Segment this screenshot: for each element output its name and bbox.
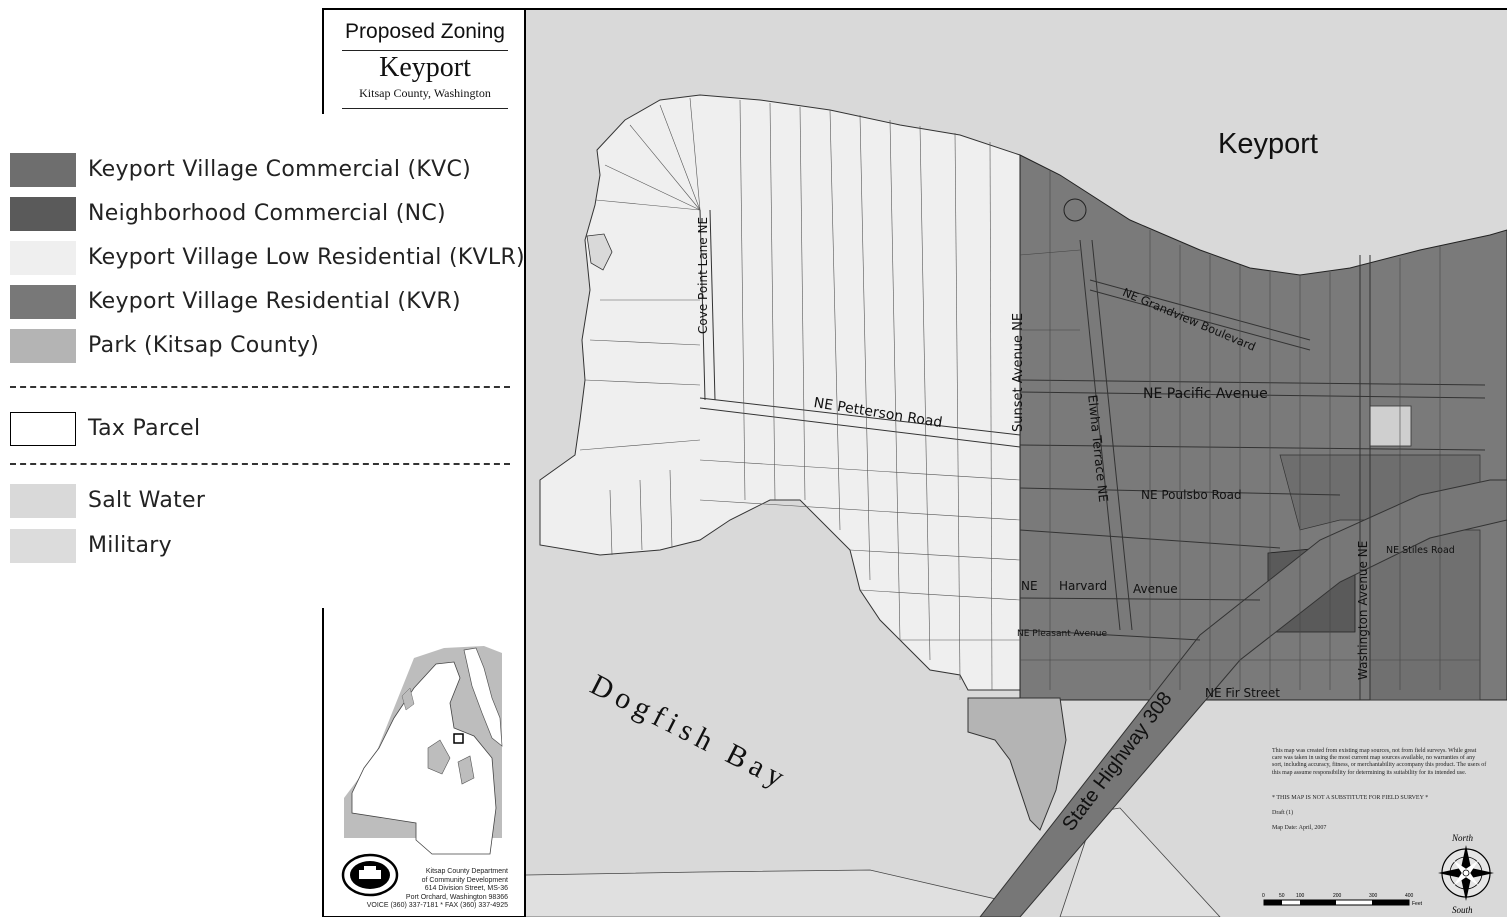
scale-tick: 200 (1333, 893, 1342, 899)
road-label: Sunset Avenue NE (1011, 312, 1026, 432)
legend-label: Tax Parcel (88, 416, 201, 441)
map-date: Map Date: April, 2007 (1272, 825, 1327, 831)
legend-swatch (10, 484, 76, 518)
scale-unit: Feet (1412, 901, 1423, 907)
legend-label: Keyport Village Commercial (KVC) (88, 157, 472, 182)
map-canvas: 0 50 100 200 300 400 Feet North South (526, 94, 1507, 917)
road-label: Harvard (1059, 579, 1108, 593)
zoning-map: 0 50 100 200 300 400 Feet North South (524, 8, 1507, 917)
scale-tick: 400 (1405, 893, 1414, 899)
scale-tick: 0 (1262, 893, 1265, 899)
legend-label: Keyport Village Low Residential (KVLR) (88, 245, 525, 270)
title-block: Proposed Zoning Keyport Kitsap County, W… (322, 8, 526, 116)
scale-tick: 50 (1279, 893, 1285, 899)
compass-south: South (1452, 905, 1473, 915)
legend-item-kvr: Keyport Village Residential (KVR) (10, 285, 522, 319)
scale-tick: 100 (1296, 893, 1305, 899)
legend-label: Neighborhood Commercial (NC) (88, 201, 446, 226)
legend-swatch (10, 529, 76, 563)
field-survey-note: * THIS MAP IS NOT A SUBSTITUTE FOR FIELD… (1272, 795, 1429, 801)
legend-item-park: Park (Kitsap County) (10, 329, 522, 363)
road-label: NE Pacific Avenue (1143, 386, 1268, 402)
road-label: NE (1021, 579, 1038, 593)
draft-label: Draft (1) (1272, 810, 1294, 816)
legend-swatch (10, 412, 76, 446)
legend-swatch (10, 329, 76, 363)
title-divider (342, 108, 508, 109)
legend-swatch (10, 285, 76, 319)
legend-swatch (10, 153, 76, 187)
title-divider (342, 50, 508, 51)
road-label: Washington Avenue NE (1356, 540, 1370, 680)
legend-label: Military (88, 533, 172, 558)
legend: Keyport Village Commercial (KVC) Neighbo… (0, 114, 525, 608)
map-subtitle: Proposed Zoning (345, 20, 505, 43)
locator-panel: Kitsap County Department of Community De… (322, 608, 526, 917)
scale-tick: 300 (1369, 893, 1378, 899)
road-label: NE Stiles Road (1386, 545, 1455, 556)
legend-label: Keyport Village Residential (KVR) (88, 289, 461, 314)
road-label: NE Fir Street (1205, 686, 1280, 700)
road-label: NE Pleasant Avenue (1017, 629, 1107, 639)
legend-label: Park (Kitsap County) (88, 333, 320, 358)
disclaimer-text: This map was created from existing map s… (1272, 748, 1487, 776)
legend-item-nc: Neighborhood Commercial (NC) (10, 197, 522, 231)
legend-divider (10, 386, 510, 388)
legend-item-tax-parcel: Tax Parcel (10, 412, 522, 446)
map-location: Kitsap County, Washington (359, 86, 491, 100)
road-label: NE Poulsbo Road (1141, 488, 1242, 502)
legend-item-kvc: Keyport Village Commercial (KVC) (10, 153, 522, 187)
locator-map (341, 646, 503, 897)
legend-label: Salt Water (88, 488, 206, 513)
legend-divider (10, 463, 510, 465)
map-title: Keyport (379, 52, 471, 83)
compass-north: North (1451, 833, 1474, 843)
kvlr-zone (539, 94, 1021, 691)
legend-item-kvlr: Keyport Village Low Residential (KVLR) (10, 241, 525, 275)
legend-item-military: Military (10, 529, 522, 563)
compass-rose (1438, 845, 1494, 901)
road-label: Cove Point Lane NE (696, 216, 710, 334)
park-zone (967, 697, 1067, 831)
place-label: Keyport (1218, 128, 1318, 160)
legend-item-salt-water: Salt Water (10, 484, 522, 518)
road-label: Avenue (1133, 582, 1178, 596)
department-address: Kitsap County Department of Community De… (366, 868, 508, 910)
scale-bar (1263, 899, 1410, 906)
legend-swatch (10, 197, 76, 231)
legend-swatch (10, 241, 76, 275)
